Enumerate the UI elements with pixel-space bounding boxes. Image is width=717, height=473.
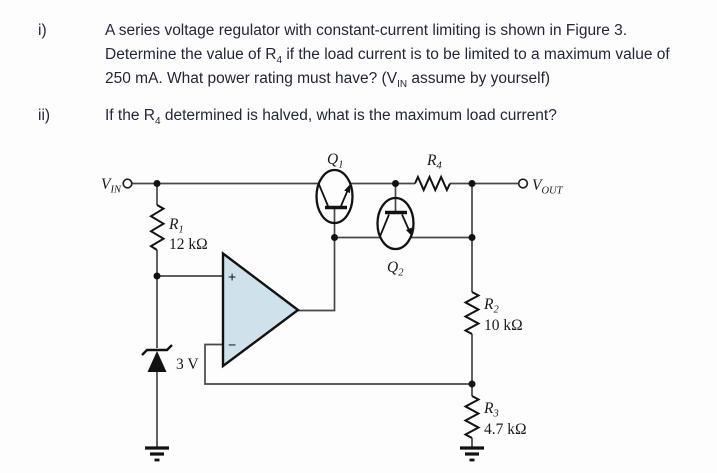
opamp: + − [221, 251, 301, 369]
resistor-r2 [463, 291, 481, 335]
r4-label-sub: 4 [436, 161, 442, 172]
resistor-r1 [149, 204, 166, 251]
zener-value: 3 V [176, 356, 199, 373]
q1-collector-lead [318, 184, 329, 207]
r1-label: R1 [168, 216, 184, 236]
r2-label: R2 [483, 296, 499, 316]
resistor-r3 [463, 395, 481, 439]
junction-q1-base [331, 234, 338, 241]
q2-circle [376, 196, 415, 251]
vin-label-sub: IN [110, 185, 122, 196]
junction-q2-base [392, 180, 399, 187]
transistor-q2 [376, 196, 415, 251]
item1-line2-pre: Determine the value of R [105, 46, 277, 63]
vout-label-main: V [532, 177, 543, 194]
junction-vin-r1 [153, 180, 161, 187]
r1-value: 12 kΩ [169, 236, 208, 253]
item2-post: determined is halved, what is the maximu… [160, 107, 557, 124]
q1-circle [315, 168, 354, 225]
item1-marker: i) [38, 22, 47, 39]
q2-label: Q2 [387, 259, 404, 279]
r3-zigzag [463, 395, 481, 439]
resistor-r4 [414, 174, 451, 193]
item2-pre: If the R [105, 107, 155, 124]
item1-line1: A series voltage regulator with constant… [105, 22, 628, 39]
vout-label: VOUT [532, 177, 564, 197]
r1-label-main: R [168, 216, 179, 233]
item1-text: A series voltage regulator with constant… [105, 19, 670, 91]
vin-terminal [122, 178, 133, 189]
item1-line2-post: if the load current is to be limited to … [282, 46, 670, 63]
vout-terminal [517, 178, 529, 189]
r3-label-sub: 3 [492, 409, 498, 420]
q1-label: Q1 [327, 151, 343, 171]
zener-triangle-icon [147, 351, 167, 372]
q2-emitter-arrow-icon [406, 227, 413, 237]
ground-left-icon [145, 446, 169, 462]
junction-dots [153, 180, 476, 388]
vin-label-main: V [101, 176, 112, 193]
r3-value: 4.7 kΩ [484, 421, 527, 438]
q1-label-sub: 1 [338, 160, 343, 171]
opamp-minus-sign: − [228, 337, 236, 353]
r2-label-main: R [483, 296, 494, 313]
junction-r1-zener [153, 272, 161, 280]
item2-marker: ii) [38, 107, 51, 124]
opamp-triangle [221, 251, 301, 369]
r4-label: R4 [426, 152, 442, 172]
ground-right-icon [460, 446, 484, 462]
r2-label-sub: 2 [493, 305, 499, 316]
q2-collector-lead [379, 214, 390, 237]
q1-label-main: Q [327, 151, 338, 168]
junction-q2-emitter [468, 234, 476, 241]
vout-label-sub: OUT [541, 186, 563, 197]
wire-opamp-output [298, 237, 336, 312]
junction-r4-vout [468, 180, 476, 187]
item2-line: If the R4 determined is halved, what is … [105, 104, 557, 128]
item2-text: If the R4 determined is halved, what is … [105, 104, 557, 128]
q2-label-sub: 2 [398, 268, 404, 279]
item1-line3-post: assume by yourself) [407, 70, 551, 87]
r4-zigzag [414, 174, 451, 193]
r4-label-main: R [426, 152, 437, 169]
item1-line3-pre: 250 mA. What power rating must have? (V [105, 70, 398, 87]
r1-zigzag [149, 204, 166, 251]
q1-emitter-arrow-icon [344, 184, 351, 194]
transistor-q1 [315, 168, 354, 225]
r2-zigzag [463, 291, 481, 335]
vin-label: VIN [101, 176, 122, 196]
r2-value: 10 kΩ [484, 317, 523, 334]
q2-label-main: Q [387, 259, 398, 276]
r3-label-main: R [483, 400, 494, 417]
wire-feedback [204, 343, 472, 385]
junction-feedback [468, 380, 476, 388]
r3-label: R3 [483, 400, 499, 420]
item1-line2-sub: 4 [276, 55, 283, 67]
zener-cathode-bar [141, 344, 173, 356]
opamp-plus-sign: + [228, 269, 236, 285]
zener-diode [141, 344, 173, 372]
item1-line3: 250 mA. What power rating must have? (VI… [105, 67, 670, 91]
item1-line2: Determine the value of R4 if the load cu… [105, 43, 670, 67]
r1-label-sub: 1 [178, 225, 183, 236]
item1-line3-sub: IN [397, 79, 408, 91]
item2-sub: 4 [154, 116, 161, 128]
wires [132, 182, 519, 447]
